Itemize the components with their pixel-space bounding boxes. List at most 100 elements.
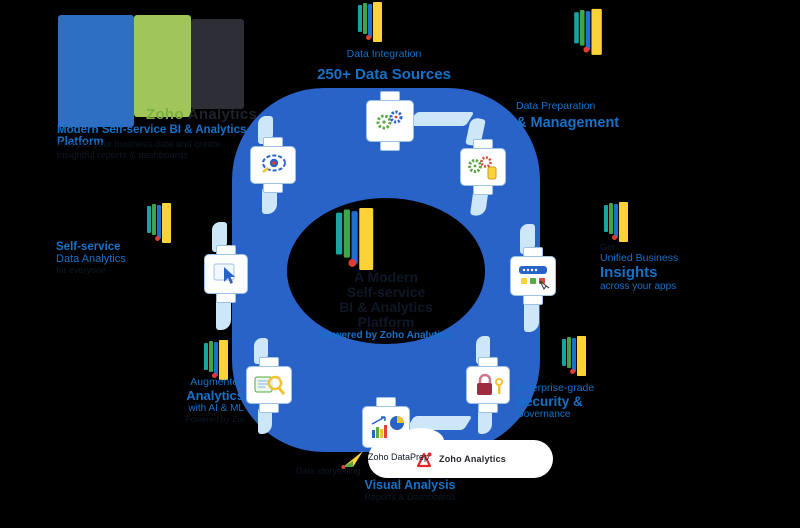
label-bottom-right-line3: Governance: [516, 409, 571, 420]
logo-bar-blue: [214, 342, 218, 376]
satellite-bottom-right-card: [466, 366, 510, 404]
center-title-line2: Self-service: [346, 284, 426, 300]
satellite-top-blade: [407, 112, 475, 126]
label-right-line3: across your apps: [600, 281, 677, 292]
logo-bar-yellow: [162, 203, 171, 243]
mini-logo-bottom-right: [562, 336, 586, 378]
brand-wordmark: Zoho Analytics: [146, 106, 257, 123]
logo-bar-green: [152, 204, 156, 235]
logo-bar-teal: [336, 212, 343, 255]
mini-logo-left: [147, 203, 171, 245]
logo-bar-yellow: [591, 8, 602, 55]
logo-dot-red: [212, 373, 217, 378]
logo-dot-red: [348, 259, 357, 267]
hand-cursor-icon: [213, 263, 235, 284]
logo-bar-teal: [604, 205, 608, 232]
label-left-line2: Data Analytics: [56, 253, 126, 265]
satellite-top-left-card: [250, 146, 296, 184]
satellite-bottom-left-card: [246, 366, 292, 404]
label-bottom: Visual Analysis Reports & Dashboards: [330, 478, 490, 502]
mini-logo-bottom-left: [204, 340, 228, 382]
logo-bar-green: [209, 341, 213, 372]
satellite-right-card: [510, 256, 556, 296]
gears-database-icon: [468, 156, 497, 180]
label-top-right-line2: & Management: [516, 115, 620, 131]
logo-bar-yellow: [359, 208, 374, 270]
logo-bar-teal: [204, 343, 208, 370]
label-right-pre: Get: [600, 242, 615, 252]
magnifier-report-icon: [254, 375, 286, 395]
label-top-right-line1: Data Preparation: [516, 100, 596, 112]
logo-bar-green: [609, 203, 613, 234]
logo-bar-blue: [157, 205, 161, 239]
brand-subtitle-1: Analyze your business data and create: [57, 139, 221, 150]
zoho-analytics-logo-icon: [416, 452, 432, 467]
logo-dot-red: [612, 235, 617, 240]
brand-tagline: Modern Self-service BI & Analytics Platf…: [57, 124, 247, 148]
label-top: Data Integration 250+ Data Sources: [296, 48, 472, 83]
center-title: A Modern Self-service BI & Analytics Pla…: [298, 270, 474, 330]
brand-block: Zoho Analytics Modern Self-service BI & …: [0, 0, 320, 170]
app-window-cursor-icon: [519, 266, 550, 290]
label-bottom-line2: Reports & Dashboards: [364, 492, 456, 502]
center-caption: Powered by Zoho Analytics: [320, 330, 452, 341]
label-right-line1: Unified Business: [600, 252, 679, 264]
logo-bar-blue: [614, 204, 618, 238]
mini-logo-right: [604, 202, 628, 244]
center-title-line3: BI & Analytics: [339, 299, 433, 315]
logo-bar-yellow: [577, 336, 586, 376]
logo-bar-yellow: [373, 2, 382, 42]
label-left-line1: Self-service: [56, 241, 121, 253]
zoho-analytics-badge: Zoho Analytics: [368, 440, 553, 478]
center-title-line4: Platform: [357, 314, 415, 330]
logo-bar-blue: [351, 211, 358, 264]
center-title-line1: A Modern: [353, 269, 419, 285]
logo-bar-teal: [358, 5, 362, 32]
label-right-line2: Insights: [600, 264, 658, 281]
logo-dot-red: [570, 369, 575, 374]
brand-subtitle-2: insightful reports & dashboards: [57, 150, 188, 161]
brand-bar-green: [134, 15, 191, 117]
logo-bar-blue: [572, 338, 576, 372]
logo-bar-blue: [368, 4, 372, 38]
plane-caption-2: Data storytelling: [296, 466, 361, 476]
label-top-right: Data Preparation & Management: [516, 100, 696, 131]
label-right: Get Unified Business Insights across you…: [600, 242, 760, 292]
lock-key-icon: [477, 373, 503, 395]
logo-dot-red: [155, 236, 160, 241]
label-bottom-line1: Visual Analysis: [364, 478, 456, 492]
logo-bar-yellow: [619, 202, 628, 242]
logo-bar-teal: [562, 339, 566, 366]
logo-dot-red: [583, 46, 590, 53]
bar-pie-chart-icon: [371, 416, 404, 438]
satellite-left-wing-down: [216, 294, 231, 330]
orbit-center-hole: [287, 198, 485, 344]
label-bottom-right: Enterprise-grade Security & Governance: [516, 382, 666, 420]
label-top-line1: Data Integration: [346, 48, 422, 60]
label-bottom-right-line1: Enterprise-grade: [516, 382, 595, 394]
logo-bar-green: [567, 337, 571, 368]
satellite-top-card: [366, 100, 414, 142]
paper-plane-icon: [341, 451, 363, 469]
brand-accent: Zoho: [146, 106, 188, 123]
logo-bar-blue: [585, 11, 591, 51]
brand-bar-blue: [58, 15, 134, 127]
label-left-line3: for everyone: [56, 265, 107, 275]
satellite-right-wing-down: [524, 296, 539, 332]
brand-bar-dark: [191, 19, 244, 109]
gears-icon: [376, 110, 403, 130]
label-bottom-left-line2: Analytics: [186, 388, 244, 403]
zoho-analytics-brand-text: Zoho Analytics: [439, 454, 506, 464]
eye-magnifier-icon: [262, 154, 286, 173]
plane-caption-1: Zoho DataPrep: [368, 452, 430, 462]
logo-bar-green: [343, 209, 350, 258]
logo-bar-yellow: [219, 340, 228, 380]
satellite-left-card: [204, 254, 248, 294]
logo-bar-teal: [147, 206, 151, 233]
center-analytics-logo: [336, 208, 374, 273]
label-bottom-left-line1: Augmented: [190, 376, 244, 388]
label-left: Self-service Data Analytics for everyone: [56, 241, 194, 275]
mini-logo-top: [358, 2, 382, 44]
label-bottom-right-line2: Security &: [516, 394, 583, 409]
